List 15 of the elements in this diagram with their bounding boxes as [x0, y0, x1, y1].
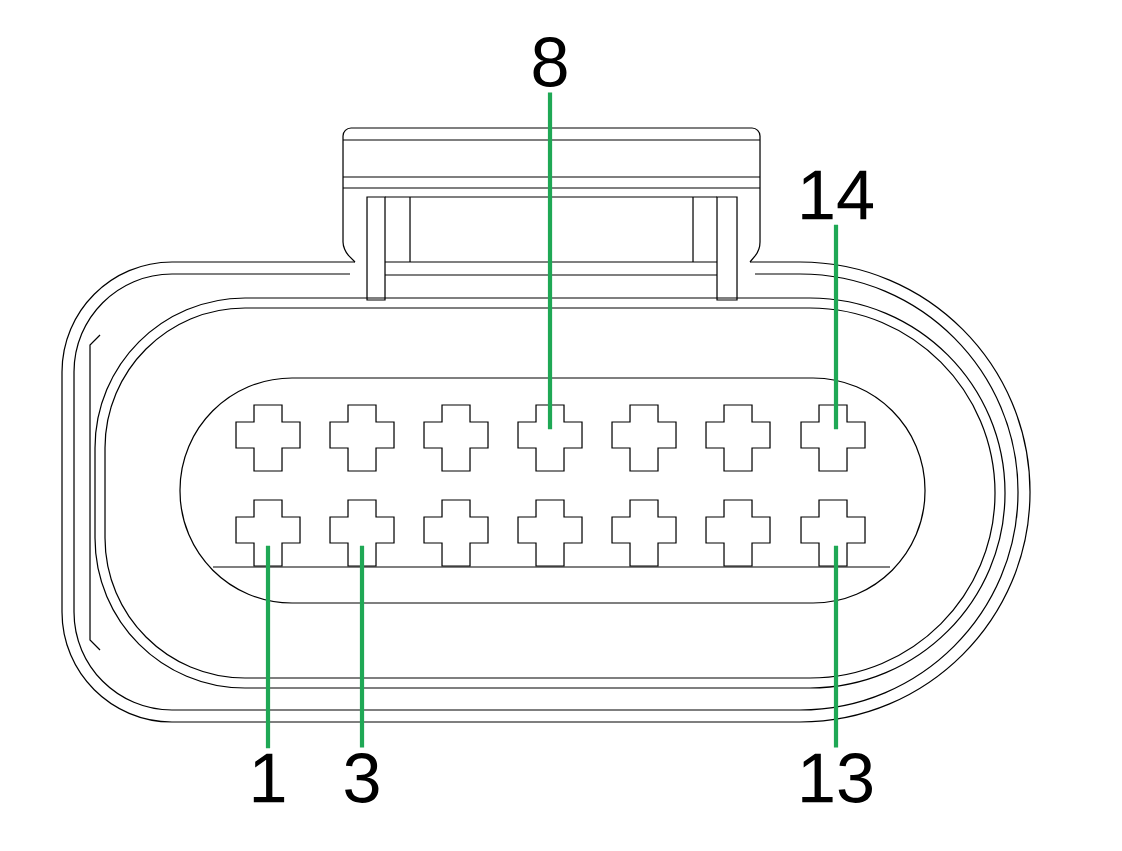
- leader-line: [359, 545, 365, 748]
- pin-number: 14: [802, 170, 873, 220]
- pin-cavity: [800, 404, 866, 472]
- leader-line: [833, 545, 839, 748]
- leader-line: [833, 224, 839, 430]
- pin-cavity: [235, 499, 301, 567]
- pin-cavity: [517, 404, 583, 472]
- leader-line: [547, 92, 553, 430]
- pin-cavity: [800, 499, 866, 567]
- pin-number: 3: [345, 753, 379, 803]
- pin-number: 8: [533, 37, 567, 87]
- pin-cavity: [329, 499, 395, 567]
- pin-number: 13: [802, 753, 872, 803]
- pin-number: 1: [253, 753, 285, 803]
- leader-line: [265, 545, 271, 749]
